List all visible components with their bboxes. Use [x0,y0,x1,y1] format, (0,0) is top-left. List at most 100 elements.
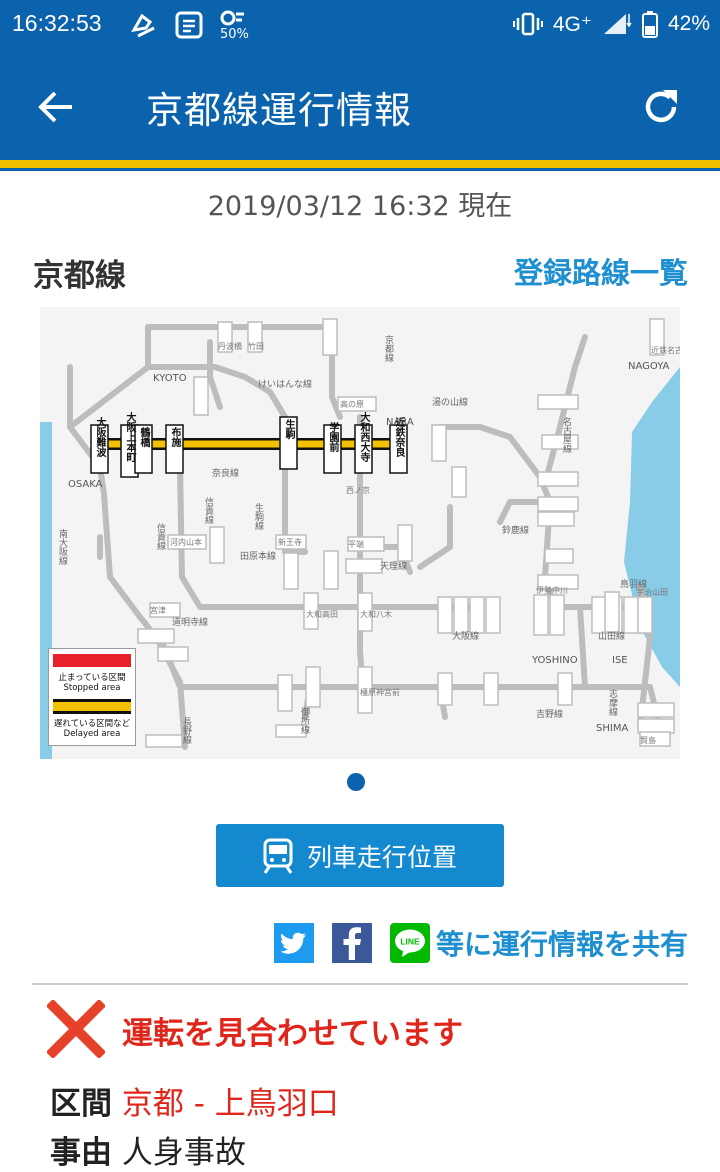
share-row: LINE 等に運行情報を共有 [273,920,688,966]
minor-station-name: 高の原 [340,399,364,409]
station-osaka-namba: 大阪難波 [94,416,107,458]
section-value: 京都 - 上鳥羽口 [121,1086,339,1122]
city-label-kyoto: KYOTO [153,373,187,384]
line-label-yamada: 山田線 [598,630,625,642]
city-label-osaka: OSAKA [68,479,103,490]
registered-routes-link[interactable]: 登録路線一覧 [513,256,688,290]
status-time: 16:32:53 [12,10,102,36]
station-ikoma: 生駒 [283,418,296,440]
line-label-domyoji: 道明寺線 [172,616,208,628]
alert-message: 運転を見合わせています [122,1016,463,1052]
wifi-speed-icon [220,10,244,26]
minor-station-name: 大和高田 [306,609,338,619]
minor-station-name: 新王寺 [278,537,302,547]
station-fuse: 布施 [169,426,181,448]
line-label-toba: 鳥羽線 [620,578,647,590]
accent-stripe-bottom [0,168,720,171]
minor-station-name: 西ノ京 [346,485,370,495]
station-tsuruhashi: 鶴橋 [138,426,150,448]
minor-station-name: 丹波橋 [218,341,242,351]
station-gakuenmae: 学園前 [327,421,339,453]
minor-station-name: 近鉄名古屋 [651,345,680,355]
station-osaka-uehommachi: 大阪上本町 [124,411,136,463]
line-icon-text: LINE [400,937,420,947]
minor-station-name: 宇治山田 [636,587,668,597]
minor-station-name: 大和八木 [360,609,392,619]
minor-station-name: 賢島 [640,735,656,745]
reason-value: 人身事故 [121,1135,246,1171]
station-kintetsu-nara: 近鉄奈良 [393,416,406,458]
status-right: 4G⁺ 42% [512,10,710,38]
section-label: 区間 [50,1086,112,1122]
line-label-kyoto: 京都線 [383,334,394,362]
train-icon [263,838,293,874]
legend-delayed-swatch [53,699,131,714]
sync-icon [131,13,155,38]
city-label-yoshino: YOSHINO [531,655,578,666]
reason-row: 事由 人身事故 [50,1127,246,1172]
line-label-yoshino: 吉野線 [536,708,563,720]
network-type: 4G⁺ [552,12,592,36]
delayed-station-boxes [90,416,408,478]
line-label-tenri: 天理線 [380,560,407,572]
city-label-nara: NARA [386,417,414,428]
battery-percent: 42% [667,12,710,35]
line-icon[interactable]: LINE [389,923,430,963]
reason-label: 事由 [50,1135,112,1171]
line-label-nagoya: 名古屋線 [561,416,572,453]
share-text[interactable]: 等に運行情報を共有 [435,928,688,961]
minor-station-name: 平端 [348,539,364,549]
status-small-label: 50% [220,27,249,42]
arrow-left-icon[interactable] [36,86,78,128]
map-legend: 止まっている区間 Stopped area 遅れている区間など Delayed … [48,648,136,746]
accent-stripe [0,160,720,168]
section-divider [32,983,688,985]
vibrate-icon [512,12,543,36]
carousel-page-indicator[interactable] [347,773,365,791]
line-label-shigi-2: 信貴線 [155,522,166,550]
legend-delayed-en: Delayed area [63,729,121,739]
line-name: 京都線 [33,258,126,294]
minor-station-name: 橿原神宮前 [360,687,400,697]
train-position-button[interactable]: 列車走行位置 [216,824,504,887]
minor-station-name: 伊勢中川 [536,585,568,595]
line-label-shigi: 信貴線 [203,496,214,524]
line-label-nagano: 長野線 [181,717,192,744]
legend-stopped-en: Stopped area [63,683,121,693]
city-label-ise: ISE [612,655,628,666]
section-row: 区間 京都 - 上鳥羽口 [50,1078,339,1123]
notes-icon [175,11,203,39]
twitter-icon[interactable] [273,923,314,963]
minor-station-name: 竹田 [248,341,264,351]
legend-delayed-jp: 遅れている区間など [53,719,131,729]
line-label-osaka: 大阪線 [452,630,479,642]
refresh-icon[interactable] [640,86,682,128]
line-label-nara: 奈良線 [212,467,239,479]
city-label-shima: SHIMA [596,723,628,734]
update-timestamp: 2019/03/12 16:32 現在 [207,191,513,222]
station-yamato-saidaiji: 大和西大寺 [358,411,371,463]
signal-icon [603,14,632,34]
minor-station-name: 宮津 [150,605,166,615]
app-bar: 京都線運行情報 [0,52,720,160]
city-label-nagoya: NAGOYA [628,361,670,372]
line-label-shima: 志摩線 [607,688,618,716]
line-label-keihanna: けいはんな線 [258,378,312,390]
line-label-gose: 御所線 [299,706,310,734]
battery-icon [641,11,658,38]
line-label-tawaramoto: 田原本線 [240,550,276,562]
train-position-label: 列車走行位置 [306,842,457,872]
cross-icon [47,1000,105,1058]
line-label-minami-osaka: 南大阪線 [57,528,68,565]
legend-stopped-jp: 止まっている区間 [58,673,126,683]
status-bar: 16:32:53 50% 4G⁺ 42% [0,0,720,52]
line-label-ikoma: 生駒線 [253,502,264,530]
line-label-yunoyama: 湯の山線 [432,396,468,408]
page-title: 京都線運行情報 [146,89,412,132]
route-map-svg: 大阪難波 大阪上本町 鶴橋 布施 生駒 学園前 大和西大寺 近鉄奈良 KYOTO… [40,318,680,759]
route-map[interactable]: 大阪難波 大阪上本町 鶴橋 布施 生駒 学園前 大和西大寺 近鉄奈良 KYOTO… [40,307,680,759]
minor-station-name: 河内山本 [170,537,202,547]
line-label-suzuka: 鈴鹿線 [502,524,529,536]
facebook-icon[interactable] [331,923,372,963]
legend-stopped-swatch [53,654,131,667]
